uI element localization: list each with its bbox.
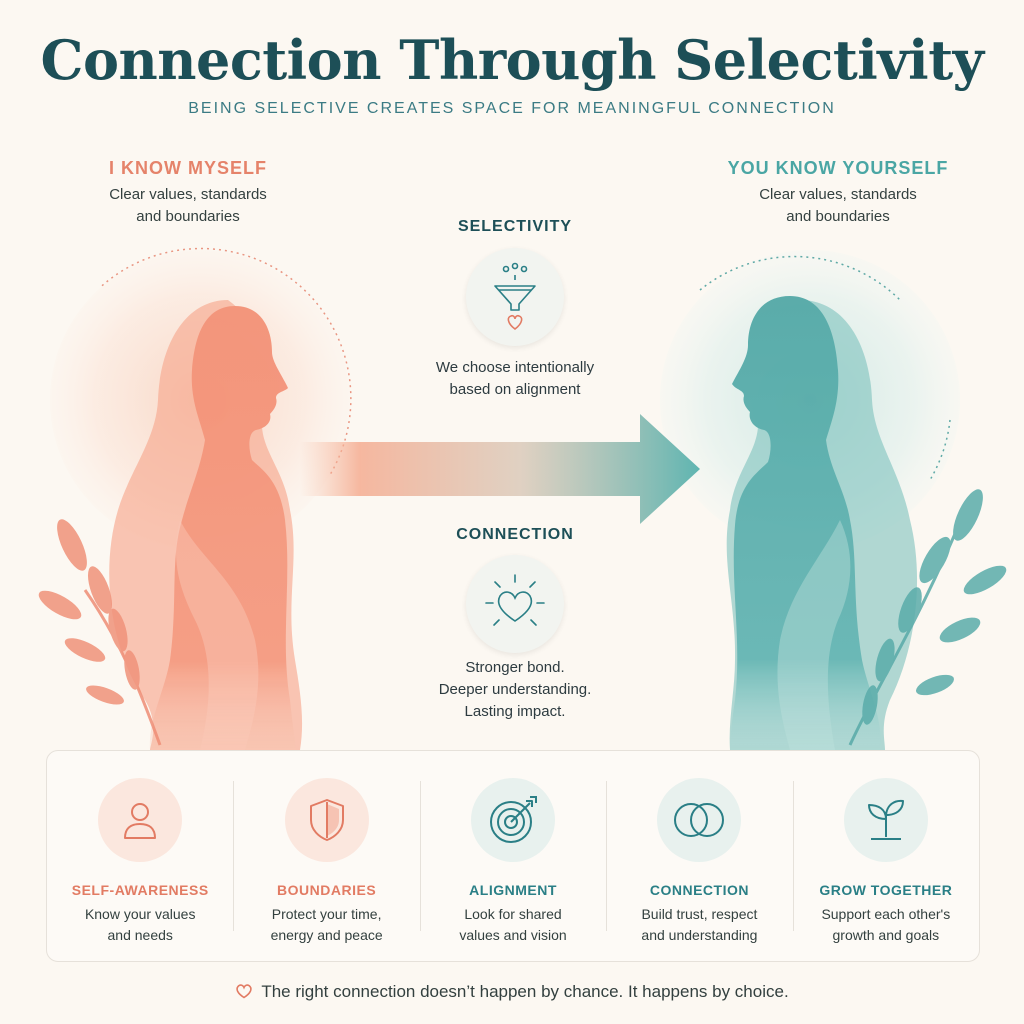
card-desc-line: Support each other's [821,906,951,922]
card-desc-line: and understanding [641,927,758,943]
card-desc-line: energy and peace [270,927,383,943]
connection-line: Lasting impact. [464,703,566,720]
card-description: Build trust, respect and understanding [619,904,779,946]
shield-icon [309,799,344,841]
footer-text: The right connection doesn’t happen by c… [261,982,789,1001]
card-desc-line: Look for shared [464,906,562,922]
heart-glow-icon [485,574,545,626]
person-icon [124,803,157,839]
card-connection: CONNECTION Build trust, respect and unde… [606,751,792,961]
card-description: Support each other's growth and goals [806,904,966,946]
funnel-heart-icon [494,262,536,331]
card-description: Know your values and needs [60,904,220,946]
left-desc-line: Clear values, standards [109,186,267,203]
connection-line: Deeper understanding. [438,681,592,698]
selectivity-heading: SELECTIVITY [457,218,573,235]
selectivity-description: We choose intentionally based on alignme… [395,357,635,401]
card-alignment: ALIGNMENT Look for shared values and vis… [419,751,606,961]
heart-outline-icon [236,984,253,999]
card-desc-line: Know your values [84,906,196,922]
card-icon-circle [284,778,369,862]
right-heading: YOU KNOW YOURSELF [727,158,949,178]
card-title: SELF-AWARENESS [71,882,209,898]
rings-icon [674,803,725,837]
right-desc-line: Clear values, standards [759,186,917,203]
right-desc-line: and boundaries [786,208,890,225]
connection-description: Stronger bond. Deeper understanding. Las… [395,657,635,723]
card-desc-line: Build trust, respect [641,906,758,922]
left-heading: I KNOW MYSELF [109,158,267,178]
sprout-icon [867,799,904,840]
card-description: Look for shared values and vision [433,904,593,946]
card-desc-line: growth and goals [832,927,940,943]
card-description: Protect your time, energy and peace [247,904,407,946]
connection-heading: CONNECTION [456,526,574,543]
card-desc-line: Protect your time, [271,906,382,922]
selectivity-line: We choose intentionally [435,359,595,376]
card-desc-line: values and vision [459,927,567,943]
connection-icon-circle [466,555,564,653]
selectivity-icon-circle [466,248,564,346]
card-self-awareness: SELF-AWARENESS Know your values and need… [47,751,233,961]
card-title: CONNECTION [649,882,749,898]
card-icon-circle [98,778,183,862]
pillars-panel: SELF-AWARENESS Know your values and need… [46,750,980,962]
card-icon-circle [657,778,742,862]
page-title: Connection Through Selectivity [40,28,984,92]
card-boundaries: BOUNDARIES Protect your time, energy and… [233,751,419,961]
page-subtitle: BEING SELECTIVE CREATES SPACE FOR MEANIN… [188,100,836,117]
card-title: ALIGNMENT [469,882,557,898]
card-grow-together: GROW TOGETHER Support each other's growt… [792,751,979,961]
connection-line: Stronger bond. [465,659,565,676]
left-description: Clear values, standards and boundaries [58,184,318,228]
card-title: BOUNDARIES [277,882,377,898]
left-desc-line: and boundaries [136,208,240,225]
card-desc-line: and needs [107,927,173,943]
footer-quote: The right connection doesn’t happen by c… [0,982,1024,1002]
card-title: GROW TOGETHER [819,882,953,898]
target-icon [490,796,538,843]
selectivity-line: based on alignment [449,381,581,398]
card-icon-circle [843,778,928,862]
card-icon-circle [471,778,556,862]
right-description: Clear values, standards and boundaries [708,184,968,228]
